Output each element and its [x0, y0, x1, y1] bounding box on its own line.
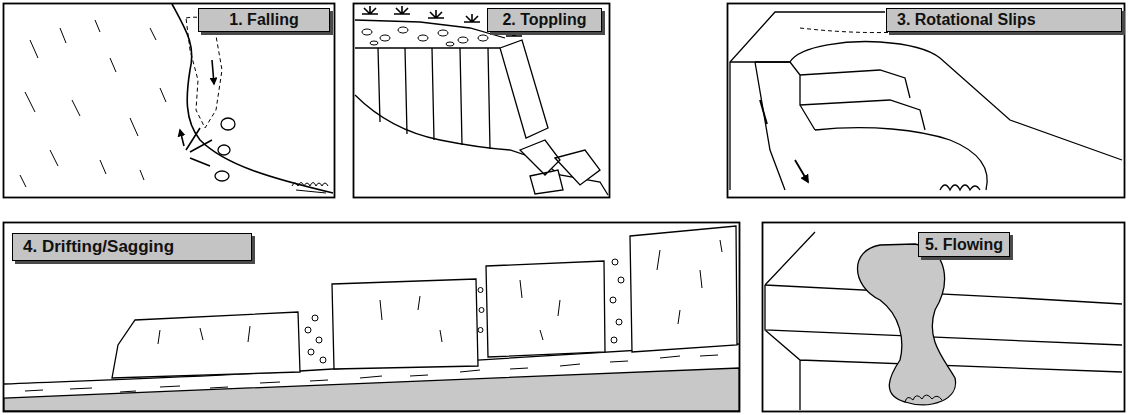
flow-toe [905, 395, 942, 402]
falling-panel [4, 4, 335, 198]
panel-label-box: 3. Rotational Slips [886, 8, 1122, 32]
scarp-and-slope [730, 42, 1122, 160]
bounce-arrows [180, 128, 212, 166]
fall-arrow [212, 60, 214, 84]
panel-frame [763, 223, 1125, 412]
rock-column-joints [378, 48, 490, 149]
slip-surface [755, 62, 790, 190]
toppling-panel [354, 4, 610, 198]
panel-label-text: 5. Flowing [925, 236, 1003, 254]
slumped-steps [790, 62, 925, 130]
gap-debris [305, 259, 624, 363]
toppling-column [500, 40, 548, 138]
falling-rock [221, 118, 235, 130]
falling-rock [218, 145, 230, 155]
panel-frame [4, 4, 335, 198]
panel-label-text: 4. Drifting/Sagging [23, 237, 174, 257]
talus-debris [292, 183, 328, 194]
slump-toe [815, 128, 987, 190]
soil-layer-edges [355, 20, 505, 48]
rock-crack-lines [20, 20, 166, 187]
drifting-panel [4, 223, 740, 412]
panel-frame [728, 4, 1125, 198]
fallen-blocks [520, 140, 600, 194]
rock-block [486, 261, 605, 357]
movement-arrows [760, 100, 808, 182]
panel-frame [354, 4, 610, 198]
pebble-layer [362, 27, 488, 46]
flowing-panel [763, 223, 1125, 412]
panel-label-box: 5. Flowing [918, 232, 1010, 257]
detached-block-outline [186, 17, 222, 128]
cliff-face [172, 4, 333, 193]
flow-lobe [858, 244, 956, 405]
rock-block [332, 279, 478, 369]
rotational-slip-panel [728, 4, 1125, 198]
panel-label-text: 2. Toppling [502, 11, 586, 29]
falling-rock [215, 171, 229, 181]
slope-profile [355, 95, 608, 195]
panel-label-text: 1. Falling [229, 11, 298, 29]
panel-label-text: 3. Rotational Slips [897, 11, 1036, 29]
rock-block [112, 312, 300, 378]
panel-label-box: 2. Toppling [487, 8, 602, 32]
panel-label-box: 1. Falling [198, 8, 330, 32]
panel-label-box: 4. Drifting/Sagging [12, 233, 252, 261]
panel-frame [4, 223, 740, 412]
